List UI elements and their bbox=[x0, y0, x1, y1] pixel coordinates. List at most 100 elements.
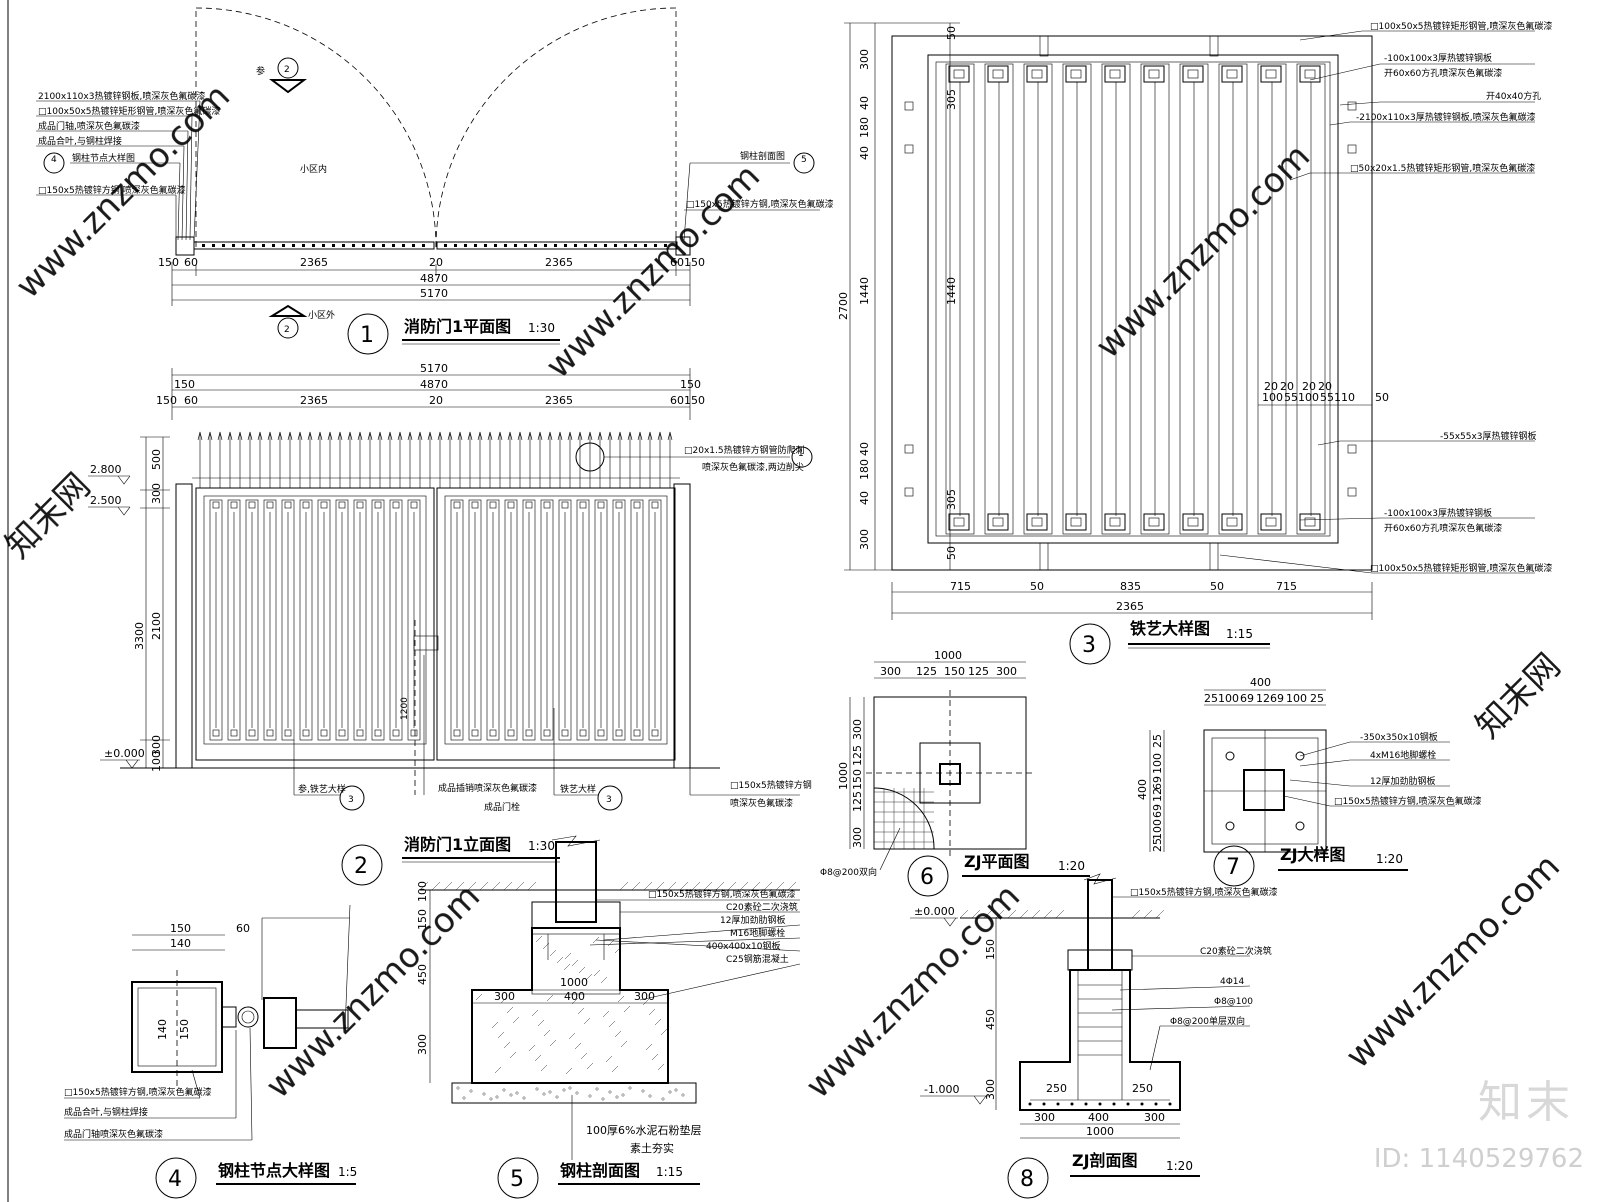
plan-dim: 2365 bbox=[300, 256, 328, 269]
rail-hole bbox=[362, 244, 365, 247]
zjs-dim: 1000 bbox=[1086, 1125, 1114, 1138]
zjs-dim: 300 bbox=[1034, 1111, 1055, 1124]
iron-note: -100x100x3厚热镀锌钢板 bbox=[1384, 52, 1492, 64]
zjs-vdim: 300 bbox=[984, 1079, 997, 1100]
iron-dim: 110 bbox=[1334, 391, 1355, 404]
iron-flat-bar bbox=[945, 63, 975, 535]
detail-ref-circle bbox=[793, 152, 815, 174]
rail-hole bbox=[664, 244, 667, 247]
iron-dim: 715 bbox=[1276, 580, 1297, 593]
drawing-number-circle bbox=[347, 313, 389, 355]
connector-plate bbox=[1065, 513, 1087, 531]
spike-tip bbox=[487, 431, 493, 441]
zjd-note: -350x350x10钢板 bbox=[1360, 731, 1438, 743]
spike-tip bbox=[447, 431, 453, 441]
zjs-note: Φ8@100 bbox=[1214, 997, 1253, 1007]
zjd-dim: 69 bbox=[1240, 692, 1254, 705]
connector-plate bbox=[1299, 513, 1321, 531]
rail-hole bbox=[262, 244, 265, 247]
connector-plate bbox=[1299, 65, 1321, 83]
plan-dim: 4870 bbox=[420, 272, 448, 285]
plan-dim: 2365 bbox=[545, 256, 573, 269]
iron-note: -55x55x3厚热镀锌钢板 bbox=[1440, 430, 1537, 442]
node-vdim: 150 bbox=[178, 1019, 191, 1040]
vertical-bar bbox=[558, 499, 572, 741]
connector-plate bbox=[1260, 513, 1282, 531]
zjd-vdim: 25 bbox=[1151, 734, 1164, 748]
sec5-dim: 300 bbox=[494, 990, 515, 1003]
zjd-dim: 69 bbox=[1270, 692, 1284, 705]
gate-elev-left bbox=[195, 487, 435, 761]
drawing-number: 2 bbox=[354, 854, 368, 879]
node-dim: 150 bbox=[170, 922, 191, 935]
section-arrow bbox=[269, 79, 307, 94]
zjd-vdim: 69 bbox=[1151, 804, 1164, 818]
sec5-dim: 300 bbox=[634, 990, 655, 1003]
detail-ref-num: 4 bbox=[51, 155, 57, 165]
elev-vdim: 500 bbox=[150, 449, 163, 470]
spike-tip bbox=[227, 431, 233, 441]
spike-tip bbox=[477, 431, 483, 441]
sec5-note: 100厚6%水泥石粉垫层 bbox=[586, 1123, 701, 1137]
elev-dim: 60 bbox=[184, 394, 198, 407]
connector-plate bbox=[1026, 65, 1048, 83]
sec5-note: 400x400x10钢板 bbox=[706, 940, 780, 952]
level-mark: ±0.000 bbox=[104, 747, 145, 760]
elev-dim: 2365 bbox=[545, 394, 573, 407]
elev-dim: 4870 bbox=[420, 378, 448, 391]
vertical-bar bbox=[299, 499, 313, 741]
anchor-bolt bbox=[1295, 821, 1305, 831]
spike-tip bbox=[287, 431, 293, 441]
iron-dim: 20 bbox=[1280, 380, 1294, 393]
iron-dim: 50 bbox=[1210, 580, 1224, 593]
spike-tip bbox=[217, 431, 223, 441]
zjd-vdim: 400 bbox=[1136, 779, 1149, 800]
drawing-number-circle bbox=[155, 1157, 197, 1199]
iron-dim: 20 bbox=[1302, 380, 1316, 393]
spike-tip bbox=[557, 431, 563, 441]
drawing-number-circle bbox=[497, 1157, 539, 1199]
zjd-vdim: 100 bbox=[1151, 753, 1164, 774]
connector-plate bbox=[1104, 513, 1126, 531]
drawing-5-section: 300 400 300 1000 100 150 450 300 □150x5热… bbox=[416, 835, 801, 1199]
plan-dim: 150 bbox=[158, 256, 179, 269]
elev-dim: 150 bbox=[156, 394, 177, 407]
iron-note: □100x50x5热镀锌矩形钢管,喷深灰色氟碳漆 bbox=[1370, 562, 1552, 574]
elev-vdim: 100 bbox=[150, 751, 163, 772]
elev-note: 参,铁艺大样 bbox=[298, 783, 346, 795]
connector-plate bbox=[1221, 65, 1243, 83]
zjd-dim: 25 bbox=[1310, 692, 1324, 705]
drawing-2-elevation: 5170 150 4870 150 150 60 2365 20 2365 60… bbox=[88, 362, 813, 886]
spike-tip bbox=[517, 431, 523, 441]
rail-hole bbox=[484, 244, 487, 247]
spike-tip bbox=[257, 431, 263, 441]
drawing-scale: 1:20 bbox=[1166, 1159, 1193, 1173]
connector-plate bbox=[987, 65, 1009, 83]
level-mark: ±0.000 bbox=[914, 905, 955, 918]
drawing-number-circle bbox=[1007, 1157, 1049, 1199]
bolt-hole bbox=[904, 487, 914, 497]
post-right bbox=[673, 483, 691, 769]
zjd-vdim: 12 bbox=[1151, 788, 1164, 802]
vertical-bar bbox=[540, 499, 554, 741]
elev-vdim: 2100 bbox=[150, 612, 163, 640]
spike-tip bbox=[407, 431, 413, 441]
spike-tip bbox=[587, 431, 593, 441]
drawing-scale: 1:15 bbox=[656, 1165, 683, 1179]
bolt-hole bbox=[1347, 144, 1357, 154]
vertical-bar bbox=[317, 499, 331, 741]
level-mark: -1.000 bbox=[924, 1083, 959, 1096]
rail-hole bbox=[322, 244, 325, 247]
rebar-dot bbox=[1168, 1102, 1172, 1106]
zjp-dim: 125 bbox=[968, 665, 989, 678]
anchor-bolt bbox=[1225, 751, 1235, 761]
vertical-bar bbox=[209, 499, 223, 741]
rail-hole bbox=[242, 244, 245, 247]
iron-flat-bar bbox=[1101, 63, 1131, 535]
iron-vdim: 1440 bbox=[945, 277, 958, 305]
rail-hole bbox=[312, 244, 315, 247]
rail-hole bbox=[534, 244, 537, 247]
iron-vdim: 40 bbox=[858, 146, 871, 160]
iron-vdim: 2700 bbox=[837, 292, 850, 320]
